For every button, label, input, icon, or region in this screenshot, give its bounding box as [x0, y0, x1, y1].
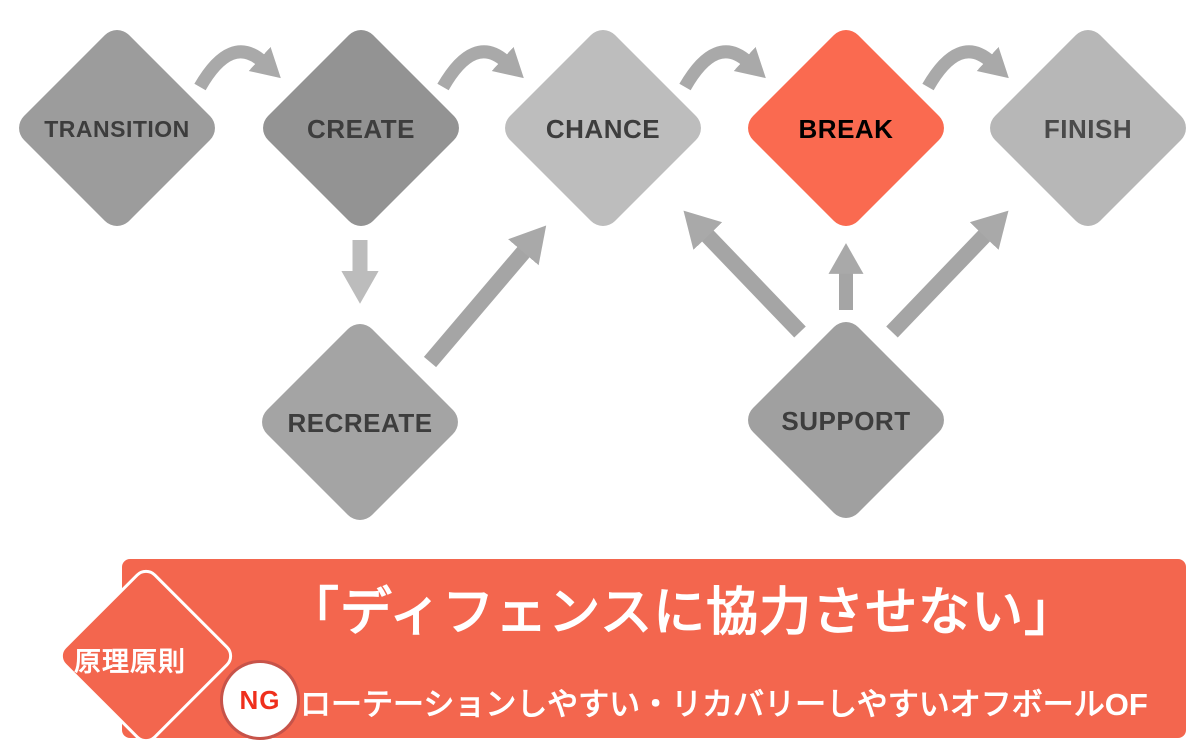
diamond-transition — [19, 30, 215, 226]
diamond-support — [748, 322, 944, 518]
node-support-label: SUPPORT — [781, 406, 910, 436]
node-transition: TRANSITION — [19, 30, 215, 226]
banner-headline: 「ディフェンスに協力させない」 — [286, 584, 1078, 642]
node-recreate-label: RECREATE — [287, 408, 432, 438]
diamond-create — [263, 30, 459, 226]
arrow-recreate-to-chance — [423, 225, 547, 368]
principle-banner: 原理原則 「ディフェンスに協力させない」 NG ローテーションしやすい・リカバリ… — [54, 559, 1186, 748]
diamond-chance — [505, 30, 701, 226]
node-break-label: BREAK — [799, 114, 894, 144]
node-create-label: CREATE — [307, 114, 415, 144]
node-chance: CHANCE — [505, 30, 701, 226]
node-transition-label: TRANSITION — [44, 116, 190, 142]
arrow-chance-to-break — [679, 45, 766, 91]
arrow-break-to-finish — [922, 45, 1009, 91]
arrow-support-to-finish — [886, 210, 1009, 338]
node-recreate: RECREATE — [262, 324, 458, 520]
banner-subline: ローテーションしやすい・リカバリーしやすいオフボールOF — [300, 687, 1148, 722]
node-break: BREAK — [748, 30, 944, 226]
flow-diagram: TRANSITION CREATE CHANCE BREAK FINISH RE… — [19, 30, 1186, 520]
diamond-recreate — [262, 324, 458, 520]
ng-badge-label: NG — [239, 684, 281, 715]
principle-badge-label: 原理原則 — [74, 647, 186, 677]
node-finish: FINISH — [990, 30, 1186, 226]
arrow-transition-to-create — [194, 45, 281, 91]
node-create: CREATE — [263, 30, 459, 226]
node-chance-label: CHANCE — [546, 114, 660, 144]
node-finish-label: FINISH — [1044, 114, 1132, 144]
ng-badge: NG — [223, 663, 297, 737]
diamond-break — [748, 30, 944, 226]
arrow-create-to-chance — [437, 45, 524, 91]
arrow-support-to-chance — [683, 210, 806, 338]
diamond-finish — [990, 30, 1186, 226]
node-support: SUPPORT — [748, 322, 944, 518]
